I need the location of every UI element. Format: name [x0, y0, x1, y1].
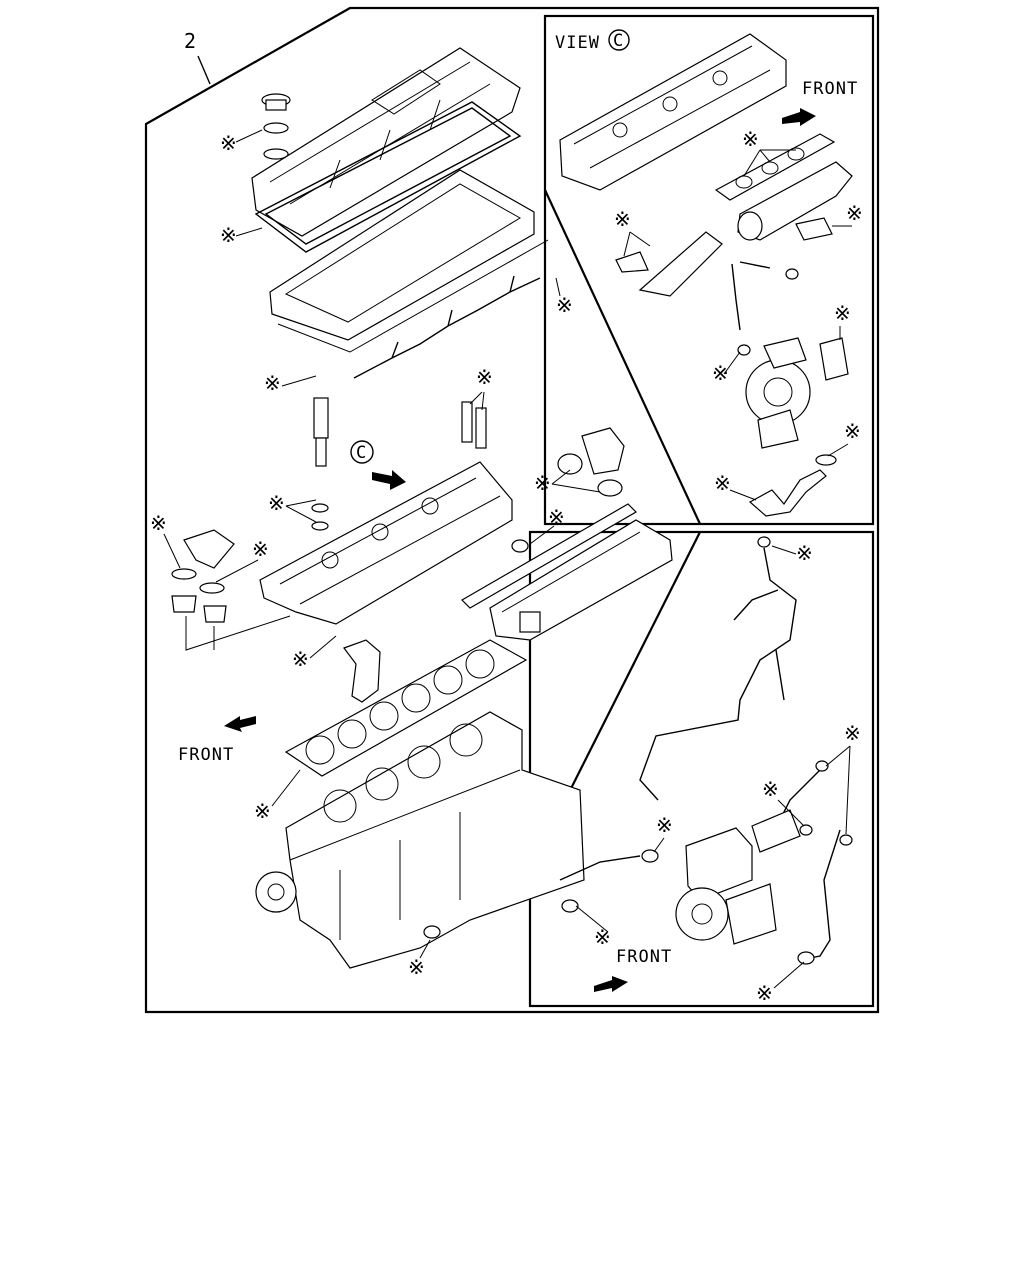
head-cover-carrier — [269, 169, 549, 353]
fuel-lines — [559, 536, 853, 965]
front-label-view-c: FRONT — [802, 79, 858, 99]
asterisk-marker: ※ — [150, 511, 168, 535]
asterisk-marker: ※ — [556, 293, 574, 317]
asterisk-marker: ※ — [756, 981, 774, 1005]
intake-manifold — [461, 427, 673, 641]
section-marker: C — [356, 443, 367, 463]
exhaust-manifold — [615, 133, 853, 297]
asterisk-marker: ※ — [268, 491, 286, 515]
asterisk-marker: ※ — [762, 777, 780, 801]
asterisk-marker: ※ — [844, 721, 862, 745]
view-c-cylinder-head — [559, 33, 787, 191]
oil-filler-cap — [261, 93, 291, 160]
asterisk-marker: ※ — [476, 365, 494, 389]
fuel-line-inset-frame — [528, 530, 875, 1008]
asterisk-marker: ※ — [594, 925, 612, 949]
section-marker-circle — [350, 440, 374, 464]
asterisk-marker: ※ — [252, 537, 270, 561]
asterisk-marker: ※ — [844, 419, 862, 443]
thermostat-parts — [171, 529, 291, 651]
leader-lines — [163, 129, 852, 989]
view-marker: C — [613, 31, 624, 51]
turbocharger — [731, 261, 849, 517]
asterisk-marker: ※ — [712, 361, 730, 385]
asterisk-marker: ※ — [656, 813, 674, 837]
water-outlet-pipe — [343, 639, 381, 703]
asterisk-markers: ※ ※ ※ ※ ※ ※ ※ ※ ※ ※ ※ ※ ※ ※ ※ ※ ※ ※ ※ ※ … — [150, 127, 864, 1005]
asterisk-marker: ※ — [614, 207, 632, 231]
cylinder-head — [259, 461, 513, 625]
view-c-inset-divider — [544, 189, 701, 525]
asterisk-marker: ※ — [534, 471, 552, 495]
front-arrow-main — [224, 716, 256, 732]
asterisk-marker: ※ — [408, 955, 426, 979]
item-number: 2 — [184, 29, 197, 53]
head-cover-gasket — [254, 101, 522, 253]
cylinder-block — [255, 711, 585, 969]
asterisk-marker: ※ — [796, 541, 814, 565]
direction-arrow-head — [372, 470, 406, 490]
main-frame — [144, 6, 880, 1014]
asterisk-marker: ※ — [742, 127, 760, 151]
asterisk-marker: ※ — [846, 201, 864, 225]
asterisk-marker: ※ — [264, 371, 282, 395]
asterisk-marker: ※ — [292, 647, 310, 671]
view-c-inset-frame — [543, 14, 875, 526]
front-label-main: FRONT — [178, 745, 234, 765]
item-number-leader — [197, 55, 211, 85]
asterisk-marker: ※ — [254, 799, 272, 823]
head-gasket — [284, 639, 528, 777]
supply-pump — [675, 809, 801, 945]
asterisk-marker: ※ — [714, 471, 732, 495]
fuel-injector — [311, 397, 487, 531]
asterisk-marker: ※ — [220, 223, 238, 247]
view-marker-circle — [608, 29, 630, 51]
front-arrow-view-c — [782, 108, 816, 126]
asterisk-marker: ※ — [834, 301, 852, 325]
injector-harness — [353, 275, 541, 379]
front-arrow-fuel — [594, 976, 628, 992]
view-label: VIEW — [555, 33, 600, 53]
front-label-fuel: FRONT — [616, 947, 672, 967]
asterisk-marker: ※ — [220, 131, 238, 155]
asterisk-marker: ※ — [548, 505, 566, 529]
